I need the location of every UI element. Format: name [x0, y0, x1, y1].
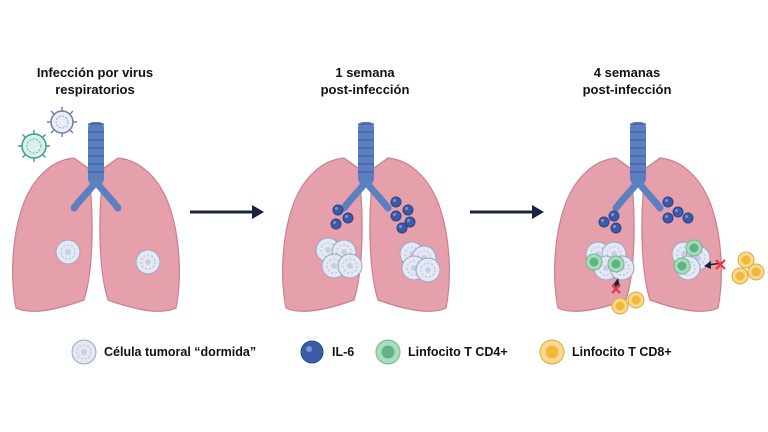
virus-icon — [17, 129, 51, 163]
virus-icon — [46, 106, 78, 138]
cd8-t-cell-icon — [539, 339, 565, 365]
stage-1-title: Infección por virus respiratorios — [36, 65, 154, 97]
legend-item-cd8: Linfocito T CD8+ — [538, 338, 672, 366]
blocked-entry-arrow — [704, 259, 726, 270]
legend: Célula tumoral “dormida” IL-6 Linfocito … — [0, 338, 768, 368]
stage-2-lungs — [283, 122, 450, 311]
arrow-icon — [470, 205, 544, 219]
dormant-tumor-cell — [135, 249, 161, 275]
blocked-entry-arrow — [611, 278, 621, 294]
legend-label: Célula tumoral “dormida” — [104, 345, 257, 359]
legend-item-cd4: Linfocito T CD4+ — [374, 338, 508, 366]
legend-label: Linfocito T CD8+ — [572, 345, 672, 359]
stage-3-title: 4 semanas post-infección — [582, 65, 672, 97]
legend-item-il6: IL-6 — [298, 338, 354, 366]
stage-3-lungs — [555, 122, 722, 311]
legend-label: Linfocito T CD4+ — [408, 345, 508, 359]
arrow-icon — [190, 205, 264, 219]
legend-item-tumor: Célula tumoral “dormida” — [70, 338, 256, 366]
il6-molecule-icon — [300, 340, 324, 364]
cd4-t-cell-icon — [375, 339, 401, 365]
dormant-tumor-cell-icon — [71, 339, 97, 365]
stage-2-title: 1 semana post-infección — [320, 65, 410, 97]
dormant-tumor-cell — [55, 239, 81, 265]
legend-label: IL-6 — [332, 345, 355, 359]
